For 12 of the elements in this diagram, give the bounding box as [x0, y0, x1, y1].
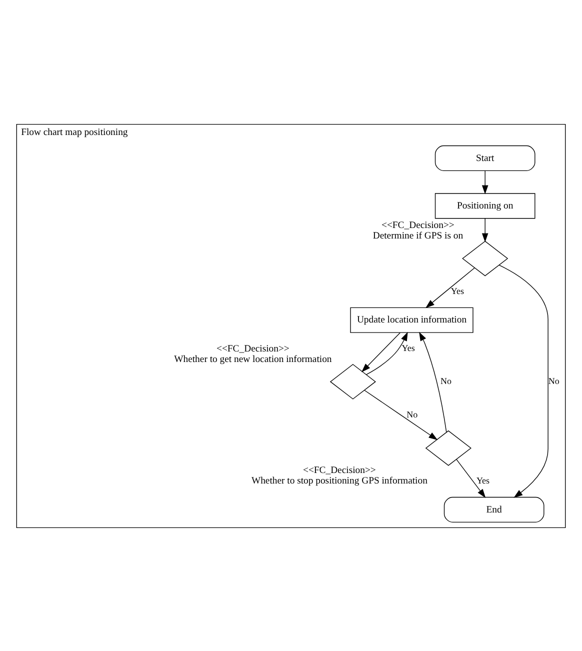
edge-label: Yes	[476, 475, 490, 486]
node-label: <<FC_Decision>>	[216, 342, 290, 354]
edge-label: No	[440, 376, 452, 386]
node-label: Determine if GPS is on	[372, 230, 464, 242]
edge-label: No	[548, 376, 560, 386]
node-label: Whether to stop positioning GPS information	[251, 475, 428, 486]
edge-label: Yes	[450, 286, 464, 296]
edge-label: No	[406, 408, 418, 419]
node-label: <<FC_Decision>>	[382, 220, 454, 231]
node-label: Whether to get new location information	[174, 353, 332, 364]
node-label: <<FC_Decision>>	[302, 464, 376, 476]
edge-label: Yes	[402, 342, 415, 352]
